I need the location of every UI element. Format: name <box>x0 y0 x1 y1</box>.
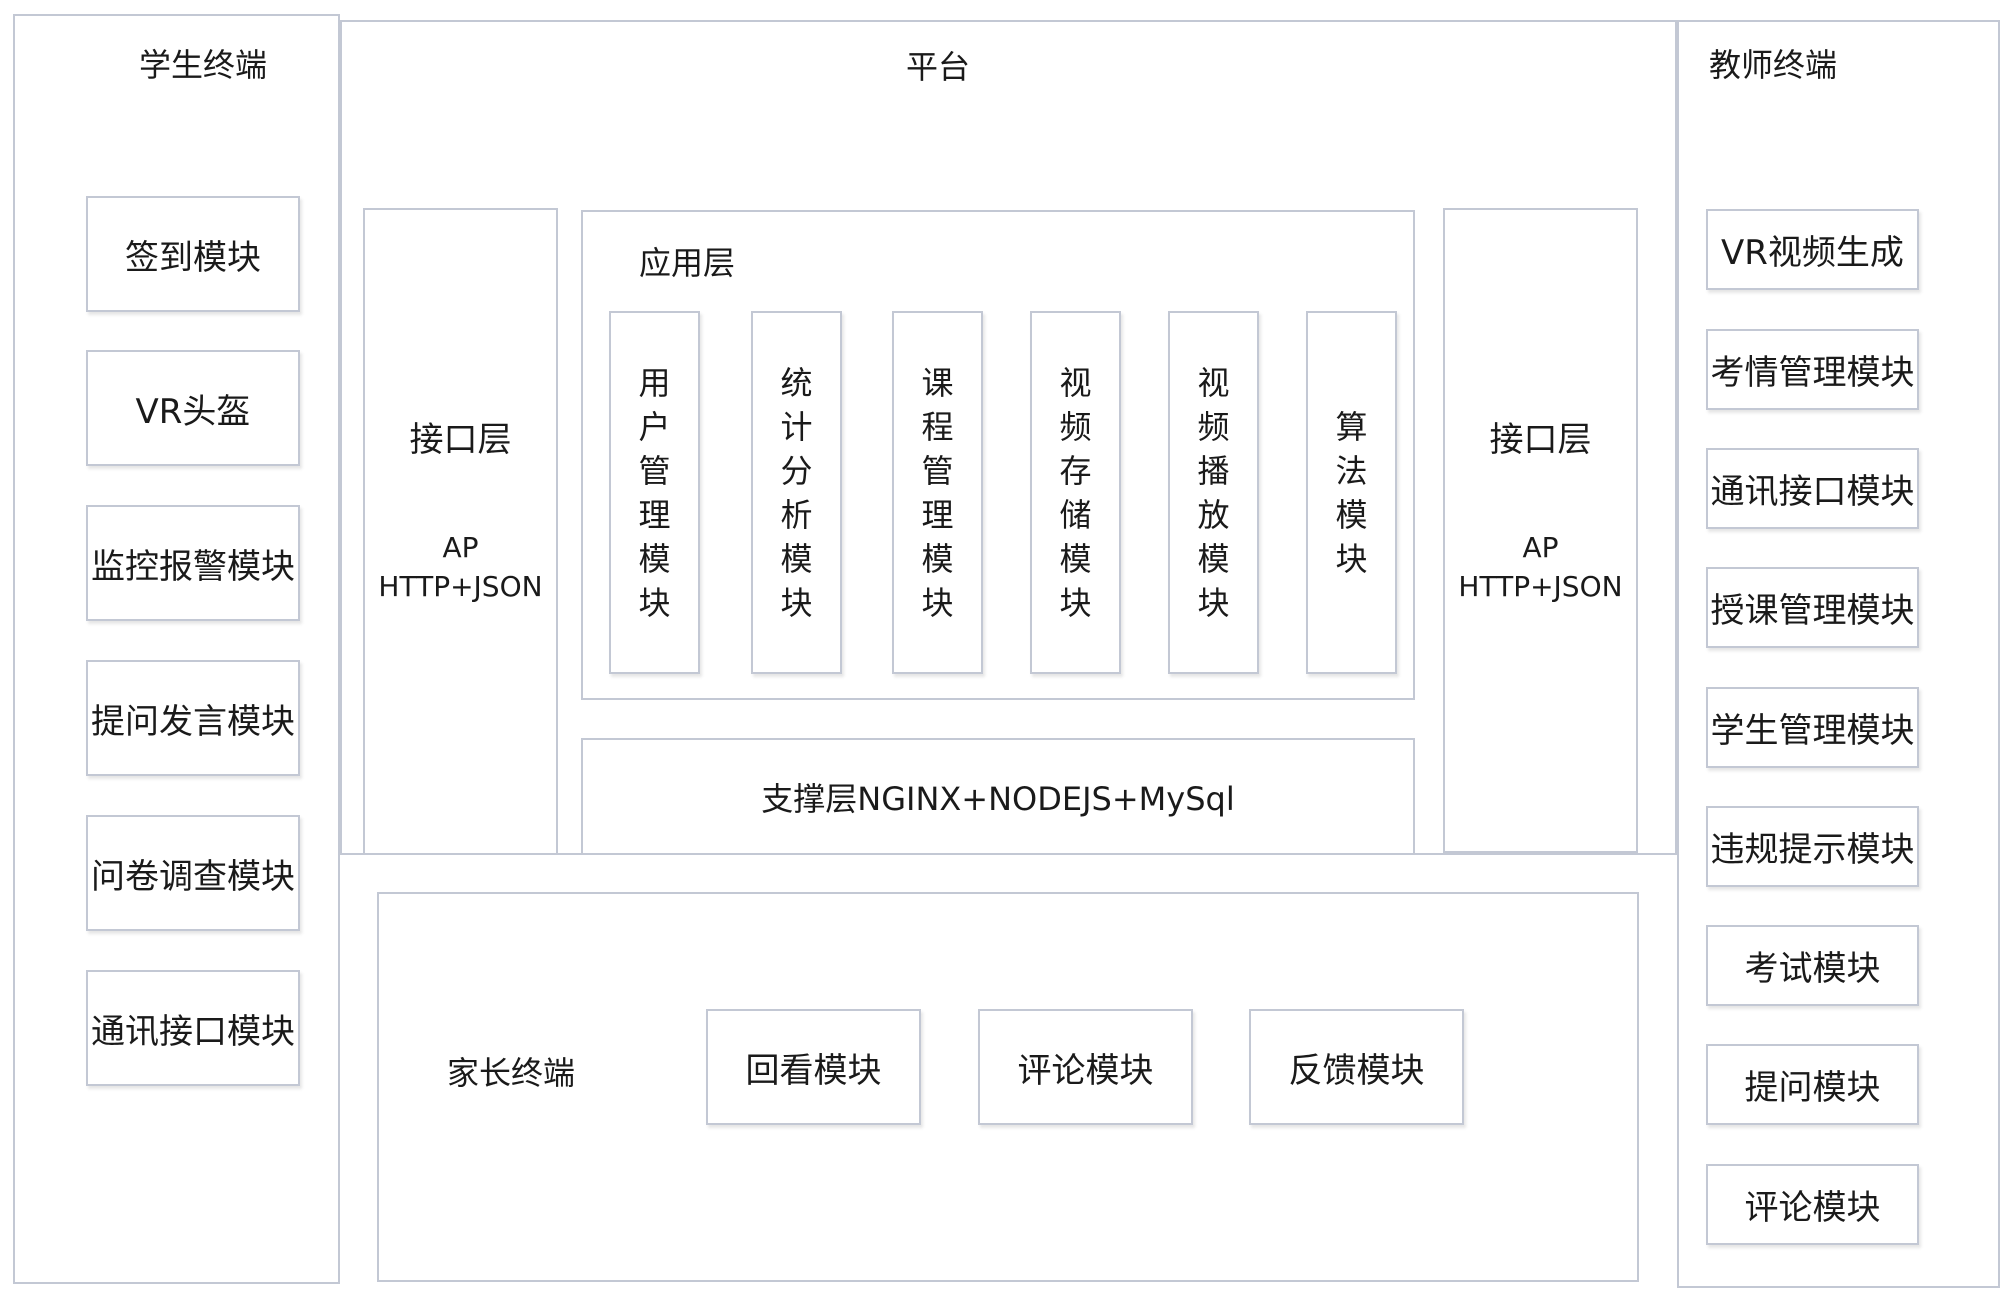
teacher-module-teaching-management: 授课管理模块 <box>1706 567 1919 648</box>
app-module-user-management: 用户管理模块 <box>609 311 700 674</box>
student-module-question-speak: 提问发言模块 <box>86 660 300 776</box>
teacher-module-exam: 考试模块 <box>1706 925 1919 1006</box>
parent-module-playback: 回看模块 <box>706 1009 921 1125</box>
interface-layer-left: 接口层 AP HTTP+JSON <box>363 208 558 855</box>
teacher-module-question: 提问模块 <box>1706 1044 1919 1125</box>
support-layer-label: 支撑层NGINX+NODEJS+MySql <box>761 779 1235 818</box>
app-module-video-storage: 视频存储模块 <box>1030 311 1121 674</box>
teacher-module-student-management: 学生管理模块 <box>1706 687 1919 768</box>
parent-module-comment: 评论模块 <box>978 1009 1193 1125</box>
student-module-comm-interface: 通讯接口模块 <box>86 970 300 1086</box>
application-layer: 应用层 <box>581 210 1415 700</box>
student-module-monitor-alarm: 监控报警模块 <box>86 505 300 621</box>
app-module-statistics: 统计分析模块 <box>751 311 842 674</box>
parent-module-feedback: 反馈模块 <box>1249 1009 1464 1125</box>
teacher-module-comment: 评论模块 <box>1706 1164 1919 1245</box>
interface-layer-right-protocol: HTTP+JSON <box>1458 570 1623 603</box>
interface-layer-left-ap: AP <box>442 531 479 564</box>
student-module-vr-headset: VR头盔 <box>86 350 300 466</box>
app-module-video-playback: 视频播放模块 <box>1168 311 1259 674</box>
app-module-course-management: 课程管理模块 <box>892 311 983 674</box>
teacher-module-violation-alert: 违规提示模块 <box>1706 806 1919 887</box>
teacher-terminal-title: 教师终端 <box>1709 46 1838 84</box>
interface-layer-left-title: 接口层 <box>409 420 512 460</box>
student-module-survey: 问卷调查模块 <box>86 815 300 931</box>
teacher-module-comm-interface: 通讯接口模块 <box>1706 448 1919 529</box>
student-terminal-title: 学生终端 <box>139 46 268 84</box>
app-module-algorithm: 算法模块 <box>1306 311 1397 674</box>
parent-terminal-title: 家长终端 <box>447 1054 576 1092</box>
teacher-module-attendance: 考情管理模块 <box>1706 329 1919 410</box>
interface-layer-left-protocol: HTTP+JSON <box>378 570 543 603</box>
teacher-module-vr-video: VR视频生成 <box>1706 209 1919 290</box>
interface-layer-right-title: 接口层 <box>1489 420 1592 460</box>
application-layer-title: 应用层 <box>639 244 736 282</box>
student-module-checkin: 签到模块 <box>86 196 300 312</box>
support-layer: 支撑层NGINX+NODEJS+MySql <box>581 738 1415 855</box>
interface-layer-right-ap: AP <box>1522 531 1559 564</box>
platform-title: 平台 <box>906 48 971 86</box>
interface-layer-right: 接口层 AP HTTP+JSON <box>1443 208 1638 853</box>
